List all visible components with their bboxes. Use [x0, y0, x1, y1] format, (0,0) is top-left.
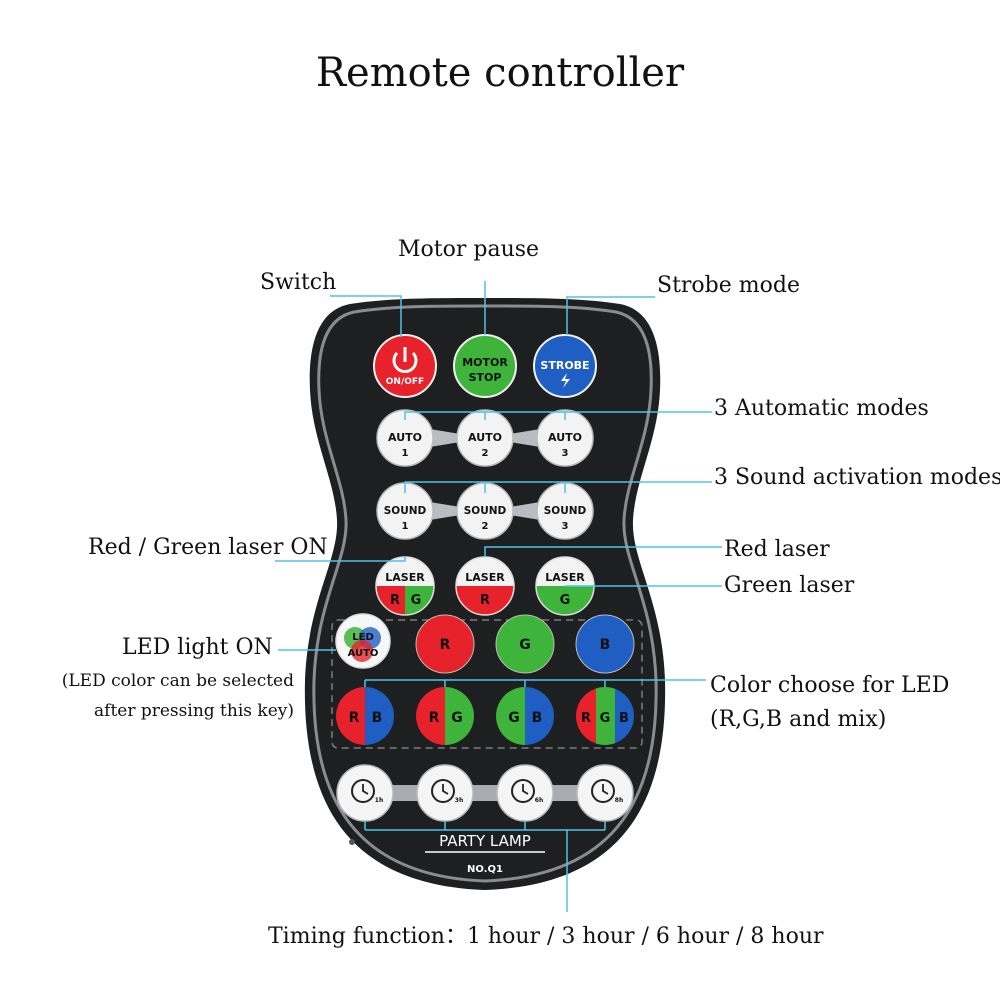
auto-3-button[interactable]: AUTO 3 [536, 409, 594, 467]
color-g-button[interactable]: G [495, 614, 555, 674]
svg-text:SOUND: SOUND [384, 505, 427, 517]
timer-3h-button[interactable]: 3h [416, 764, 474, 822]
svg-text:R: R [429, 710, 440, 726]
label-red-laser: Red laser [724, 537, 830, 562]
page-title: Remote controller [315, 50, 685, 96]
svg-text:AUTO: AUTO [348, 648, 379, 659]
svg-text:LED: LED [352, 632, 374, 643]
lightning-icon [561, 373, 570, 388]
svg-text:G: G [560, 593, 571, 608]
svg-text:STOP: STOP [469, 371, 502, 384]
label-timing: Timing function：1 hour / 3 hour / 6 hour… [268, 924, 824, 949]
svg-text:B: B [372, 710, 383, 726]
label-strobe-mode: Strobe mode [657, 273, 800, 298]
brand-name: PARTY LAMP [439, 832, 531, 850]
timer-1h-button[interactable]: 1h [336, 764, 394, 822]
svg-text:G: G [600, 711, 611, 726]
label-led-light-on: LED light ON [122, 635, 273, 660]
clock-icon [511, 779, 535, 803]
laser-rg-button[interactable]: LASER R G [375, 556, 435, 616]
svg-text:B: B [600, 637, 611, 653]
callout-lines [275, 281, 722, 912]
svg-text:R: R [581, 711, 591, 726]
label-sound-modes: 3 Sound activation modes [714, 465, 1000, 490]
svg-text:AUTO: AUTO [468, 431, 502, 444]
model-number: NO.Q1 [467, 864, 503, 875]
svg-text:3: 3 [562, 521, 569, 532]
label-motor-pause: Motor pause [398, 237, 540, 262]
label-color-choose-sub: (R,G,B and mix) [710, 707, 887, 732]
svg-text:3h: 3h [455, 797, 463, 804]
auto-1-button[interactable]: AUTO 1 [376, 409, 434, 467]
clock-icon [431, 779, 455, 803]
auto-2-button[interactable]: AUTO 2 [456, 409, 514, 467]
svg-text:R: R [349, 710, 360, 726]
motor-stop-button[interactable]: MOTOR STOP [453, 334, 517, 398]
svg-text:AUTO: AUTO [388, 431, 422, 444]
color-r-button[interactable]: R [415, 614, 475, 674]
svg-text:2: 2 [482, 521, 489, 532]
svg-text:SOUND: SOUND [464, 505, 507, 517]
timer-connector [365, 785, 605, 801]
svg-text:R: R [480, 593, 490, 608]
label-color-choose: Color choose for LED [710, 673, 950, 698]
svg-text:1: 1 [402, 448, 409, 459]
clock-icon [591, 779, 615, 803]
sound-3-button[interactable]: SOUND 3 [536, 482, 594, 540]
color-rg-button[interactable]: R G [416, 687, 474, 745]
svg-text:AUTO: AUTO [548, 431, 582, 444]
svg-text:6h: 6h [535, 797, 543, 804]
label-led-note-2: after pressing this key) [94, 701, 294, 721]
svg-text:R: R [390, 593, 400, 608]
svg-text:G: G [451, 710, 463, 726]
label-switch: Switch [260, 270, 337, 295]
led-auto-button[interactable]: LED AUTO [335, 613, 391, 669]
clock-icon [351, 779, 375, 803]
color-b-button[interactable]: B [575, 614, 635, 674]
svg-text:1: 1 [402, 521, 409, 532]
svg-text:LASER: LASER [545, 571, 585, 584]
power-button[interactable]: ON/OFF [373, 334, 437, 398]
label-rg-laser-on: Red / Green laser ON [88, 535, 328, 560]
svg-text:2: 2 [482, 448, 489, 459]
svg-text:B: B [532, 710, 543, 726]
svg-text:1h: 1h [375, 797, 383, 804]
svg-text:LASER: LASER [465, 571, 505, 584]
color-rb-button[interactable]: R B [336, 687, 394, 745]
svg-text:STROBE: STROBE [540, 359, 589, 372]
label-auto-modes: 3 Automatic modes [714, 396, 929, 421]
timer-6h-button[interactable]: 6h [496, 764, 554, 822]
svg-text:MOTOR: MOTOR [462, 356, 508, 369]
label-green-laser: Green laser [724, 573, 855, 598]
svg-text:SOUND: SOUND [544, 505, 587, 517]
sound-2-button[interactable]: SOUND 2 [456, 482, 514, 540]
color-rgb-button[interactable]: R G B [576, 687, 635, 745]
svg-text:B: B [619, 711, 629, 726]
timer-8h-button[interactable]: 8h [576, 764, 634, 822]
svg-text:G: G [519, 637, 531, 653]
svg-text:8h: 8h [615, 797, 623, 804]
label-led-note-1: (LED color can be selected [61, 671, 294, 691]
color-gb-button[interactable]: G B [496, 687, 554, 745]
strobe-button[interactable]: STROBE [533, 334, 597, 398]
svg-text:3: 3 [562, 448, 569, 459]
laser-red-button[interactable]: LASER R [455, 556, 515, 616]
svg-text:ON/OFF: ON/OFF [386, 377, 424, 387]
svg-text:R: R [440, 637, 451, 653]
svg-text:G: G [508, 710, 520, 726]
remote-edge [312, 304, 658, 883]
svg-text:G: G [411, 593, 422, 608]
svg-text:LASER: LASER [385, 571, 425, 584]
led-dashed-frame [331, 619, 643, 749]
ir-dot [349, 839, 355, 845]
